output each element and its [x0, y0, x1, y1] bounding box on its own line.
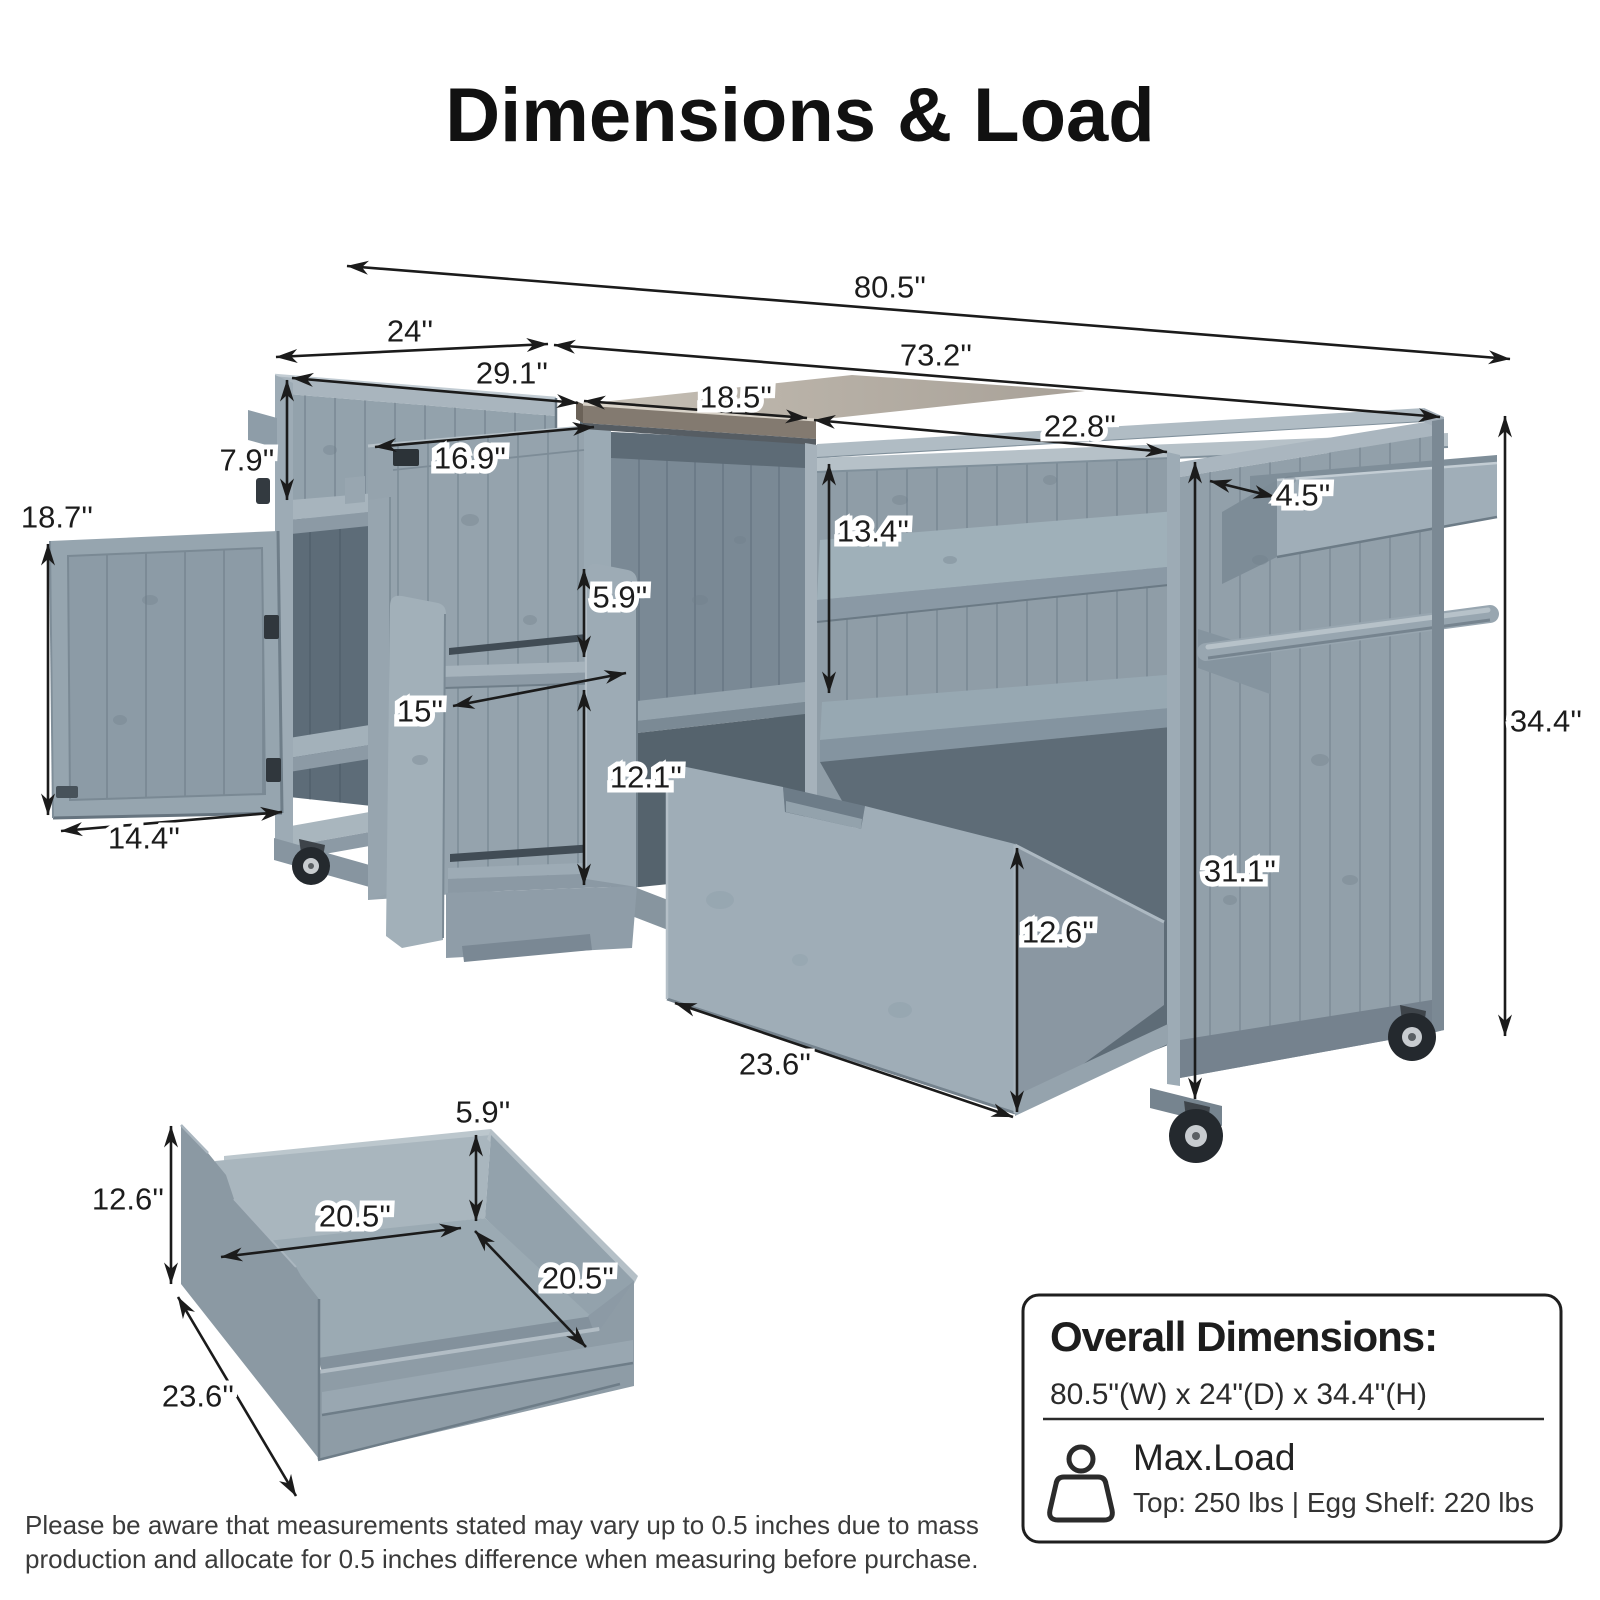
svg-text:80.5'': 80.5'' — [854, 270, 926, 305]
svg-text:12.1'': 12.1'' — [610, 760, 682, 795]
svg-text:24'': 24'' — [387, 314, 433, 349]
svg-text:23.6'': 23.6'' — [162, 1379, 234, 1414]
svg-text:22.8'': 22.8'' — [1044, 409, 1116, 444]
svg-text:13.4'': 13.4'' — [837, 514, 909, 549]
svg-text:16.9'': 16.9'' — [434, 441, 506, 476]
svg-text:5.9'': 5.9'' — [593, 580, 648, 615]
svg-text:31.1'': 31.1'' — [1204, 854, 1276, 889]
svg-text:12.6'': 12.6'' — [1022, 915, 1094, 950]
svg-text:Overall Dimensions:: Overall Dimensions: — [1050, 1313, 1437, 1360]
svg-text:29.1'': 29.1'' — [476, 356, 548, 391]
svg-text:20.5'': 20.5'' — [319, 1199, 391, 1234]
svg-text:5.9'': 5.9'' — [456, 1095, 511, 1130]
svg-text:20.5'': 20.5'' — [542, 1261, 614, 1296]
svg-text:12.6'': 12.6'' — [92, 1182, 164, 1217]
svg-text:15'': 15'' — [397, 694, 443, 729]
svg-text:4.5'': 4.5'' — [1276, 478, 1331, 513]
svg-text:80.5"(W) x 24"(D) x 34.4"(H): 80.5"(W) x 24"(D) x 34.4"(H) — [1050, 1378, 1427, 1411]
svg-text:18.5'': 18.5'' — [700, 380, 772, 415]
svg-text:23.6'': 23.6'' — [739, 1047, 811, 1082]
svg-text:34.4'': 34.4'' — [1510, 704, 1582, 739]
svg-text:73.2'': 73.2'' — [900, 338, 972, 373]
svg-text:Top: 250 lbs | Egg Shelf: 220: Top: 250 lbs | Egg Shelf: 220 lbs — [1133, 1487, 1534, 1518]
svg-text:Max.Load: Max.Load — [1133, 1437, 1296, 1478]
svg-text:18.7'': 18.7'' — [21, 500, 93, 535]
svg-text:7.9'': 7.9'' — [220, 443, 275, 478]
svg-text:14.4'': 14.4'' — [108, 821, 180, 856]
